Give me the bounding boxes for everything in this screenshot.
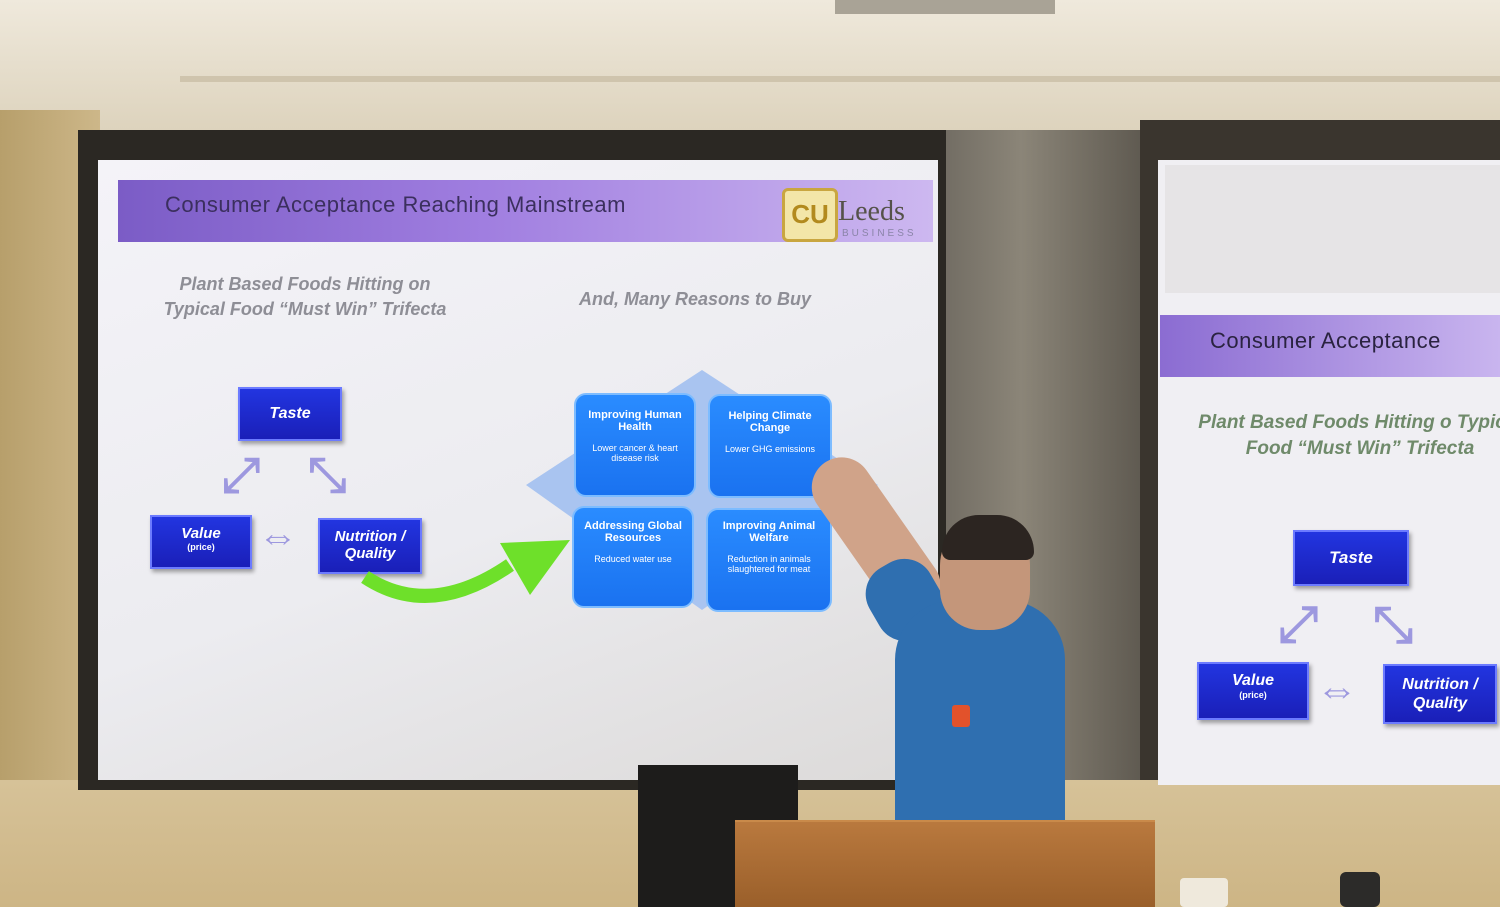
side-nutrition-quality-box: Nutrition / Quality — [1383, 664, 1497, 724]
quadrant-detail: Lower cancer & heart disease risk — [592, 443, 678, 463]
taste-box: Taste — [238, 387, 342, 441]
green-curved-arrow-icon — [361, 540, 570, 603]
ceiling-trim — [180, 76, 1500, 82]
value-box: Value (price) — [150, 515, 252, 569]
logo-subtitle: BUSINESS — [842, 228, 917, 239]
double-arrow-icon: ⤡ — [308, 449, 347, 502]
horizontal-double-arrow-icon: ⇔ — [1316, 666, 1358, 713]
right-subtitle: And, Many Reasons to Buy — [578, 289, 812, 309]
nutrition-quality-box: Nutrition / Quality — [318, 518, 422, 574]
slide-title: Consumer Acceptance Reaching Mainstream — [165, 192, 626, 217]
presenter-shirt — [895, 600, 1065, 835]
animal-welfare-quadrant: Improving Animal Welfare Reduction in an… — [706, 508, 832, 612]
speaker — [1340, 872, 1380, 907]
presenter-hair — [942, 515, 1034, 560]
quadrant-title: Improving Animal Welfare — [722, 520, 816, 544]
side-slide-subtitle: Plant Based Foods Hitting o Typical Food… — [1198, 412, 1500, 459]
left-subtitle: Plant Based Foods Hitting on Typical Foo… — [163, 274, 447, 319]
side-screen-top — [1165, 165, 1500, 293]
logo-name: Leeds — [838, 196, 905, 227]
ceiling — [0, 0, 1500, 130]
ceiling-vent — [835, 0, 1055, 14]
double-arrow-icon: ⤢ — [222, 449, 261, 502]
side-nutrition-label: Nutrition / Quality — [1402, 676, 1478, 712]
quadrant-title: Addressing Global Resources — [584, 520, 682, 544]
global-resources-quadrant: Addressing Global Resources Reduced wate… — [572, 506, 694, 608]
horizontal-double-arrow-icon: ⇔ — [258, 515, 298, 559]
side-value-sublabel: (price) — [1239, 690, 1267, 700]
quadrant-title: Improving Human Health — [588, 409, 682, 433]
value-sublabel: (price) — [187, 542, 215, 552]
side-value-label: Value — [1231, 672, 1275, 689]
side-slide-title-bar — [1160, 315, 1500, 377]
value-label: Value — [181, 525, 221, 542]
leeds-logo-icon: CU — [782, 188, 838, 242]
cup — [1180, 878, 1228, 907]
wooden-podium — [735, 822, 1155, 907]
name-badge-icon — [952, 705, 970, 727]
side-taste-box: Taste — [1293, 530, 1409, 586]
side-value-box: Value (price) — [1197, 662, 1309, 720]
quadrant-title: Helping Climate Change — [728, 410, 812, 434]
nutrition-label: Nutrition / Quality — [334, 528, 406, 562]
human-health-quadrant: Improving Human Health Lower cancer & he… — [574, 393, 696, 497]
quadrant-detail: Lower GHG emissions — [724, 444, 816, 454]
double-arrow-icon: ⤡ — [1373, 596, 1413, 652]
quadrant-detail: Reduction in animals slaughtered for mea… — [727, 554, 811, 574]
side-slide-title: Consumer Acceptance — [1210, 328, 1441, 353]
double-arrow-icon: ⤢ — [1278, 596, 1318, 652]
quadrant-detail: Reduced water use — [594, 554, 672, 564]
